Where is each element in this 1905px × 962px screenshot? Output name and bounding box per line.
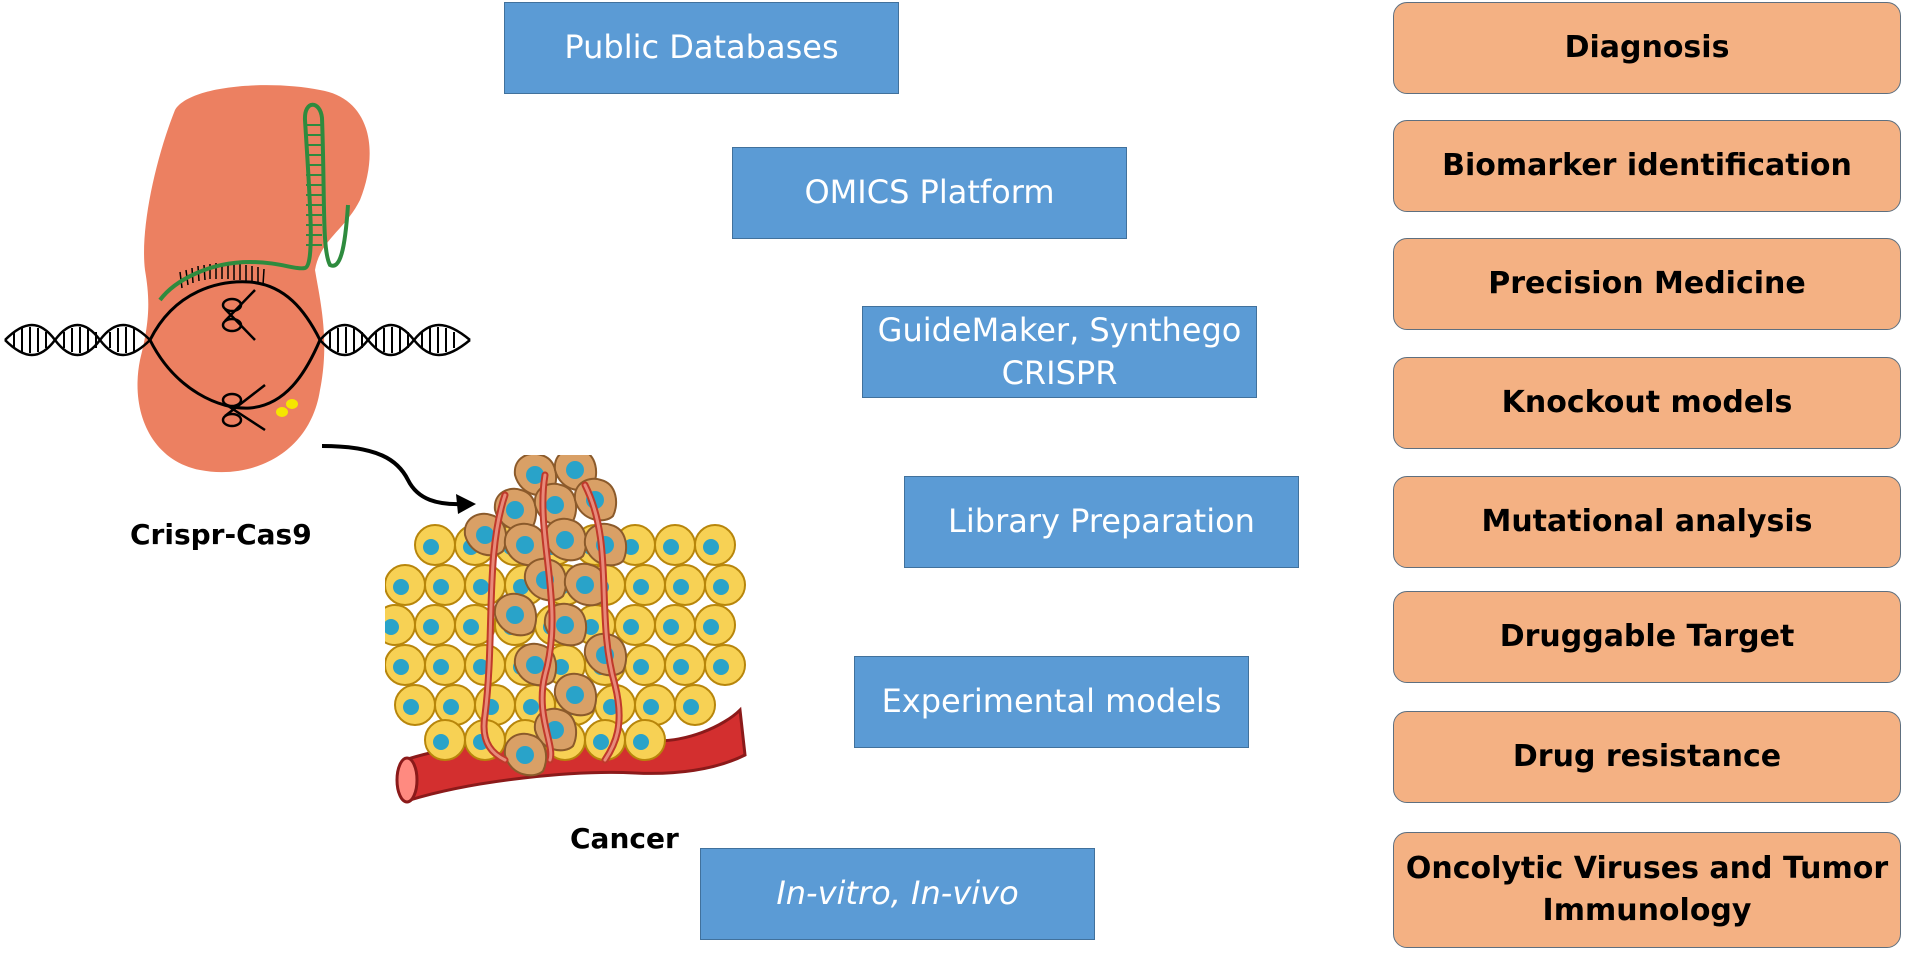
guide-rna-stem — [306, 124, 322, 246]
application-mutational-analysis: Mutational analysis — [1393, 476, 1901, 568]
tumor-nucleus — [556, 531, 574, 549]
application-drug-resistance: Drug resistance — [1393, 711, 1901, 803]
tumor-nucleus — [526, 656, 544, 674]
application-oncolytic-viruses: Oncolytic Viruses and Tumor Immunology — [1393, 832, 1901, 948]
tumor-nucleus — [546, 496, 564, 514]
tumor-vessel-lumen — [540, 473, 554, 762]
cell-nucleus — [673, 659, 689, 675]
cell-nucleus — [593, 734, 609, 750]
cell-nucleus — [463, 619, 479, 635]
tumor-nucleus — [566, 461, 584, 479]
cell-nucleus — [623, 619, 639, 635]
cas9-protein — [137, 85, 370, 473]
crispr-cas9-label: Crispr-Cas9 — [130, 518, 312, 551]
cell-nucleus — [433, 579, 449, 595]
cell-nucleus — [393, 659, 409, 675]
tumor-nucleus — [506, 501, 524, 519]
tool-box-in-vitro-in-vivo: In-vitro, In-vivo — [700, 848, 1095, 940]
application-precision-medicine: Precision Medicine — [1393, 238, 1901, 330]
cell-nucleus — [385, 619, 399, 635]
cell-nucleus — [713, 579, 729, 595]
cell-nucleus — [423, 619, 439, 635]
tumor-nucleus — [566, 686, 584, 704]
guide-rna — [158, 102, 350, 302]
application-knockout-models: Knockout models — [1393, 357, 1901, 449]
cell-nucleus — [393, 579, 409, 595]
dna-open-strands — [148, 280, 322, 410]
cell-nucleus — [703, 619, 719, 635]
tumor-nucleus — [516, 536, 534, 554]
cell-nucleus — [663, 539, 679, 555]
cell-nucleus — [633, 579, 649, 595]
cell-nucleus — [683, 699, 699, 715]
tumor-nucleus — [516, 746, 534, 764]
tumor-nucleus — [506, 606, 524, 624]
pam-sequence — [276, 399, 298, 417]
scissors-icon — [221, 289, 256, 341]
cancer-tissue-illustration — [385, 455, 747, 804]
cell-nucleus — [403, 699, 419, 715]
crispr-cas9-illustration — [4, 85, 471, 473]
cell-nucleus — [433, 734, 449, 750]
cell-nucleus — [423, 539, 439, 555]
cell-nucleus — [473, 659, 489, 675]
scissors-icon — [221, 384, 266, 432]
tool-box-omics-platform: OMICS Platform — [732, 147, 1127, 239]
cancer-label: Cancer — [570, 822, 679, 855]
cell-nucleus — [703, 539, 719, 555]
tumor-nucleus — [556, 616, 574, 634]
cell-nucleus — [713, 659, 729, 675]
arrow-icon — [321, 444, 476, 514]
tumor-vessel-lumen — [583, 483, 621, 762]
cell-nucleus — [663, 619, 679, 635]
application-druggable-target: Druggable Target — [1393, 591, 1901, 683]
tool-box-public-databases: Public Databases — [504, 2, 899, 94]
tumor-nucleus — [576, 576, 594, 594]
tool-box-library-preparation: Library Preparation — [904, 476, 1299, 568]
dna-left-helix — [4, 323, 151, 357]
cell-nucleus — [673, 579, 689, 595]
cell-nucleus — [633, 734, 649, 750]
tumor-nucleus — [526, 466, 544, 484]
tumor-nucleus — [476, 526, 494, 544]
cell-nucleus — [473, 579, 489, 595]
cell-nucleus — [443, 699, 459, 715]
cell-nucleus — [633, 659, 649, 675]
vessel-opening — [395, 756, 419, 804]
cell-nucleus — [643, 699, 659, 715]
tumor-vessel-lumen — [482, 493, 507, 762]
tool-box-experimental-models: Experimental models — [854, 656, 1249, 748]
cell-nucleus — [523, 699, 539, 715]
tool-box-guide-design: GuideMaker, Synthego CRISPR — [862, 306, 1257, 398]
application-biomarker-identification: Biomarker identification — [1393, 120, 1901, 212]
cell-nucleus — [433, 659, 449, 675]
application-diagnosis: Diagnosis — [1393, 2, 1901, 94]
dna-right-helix — [319, 323, 471, 357]
